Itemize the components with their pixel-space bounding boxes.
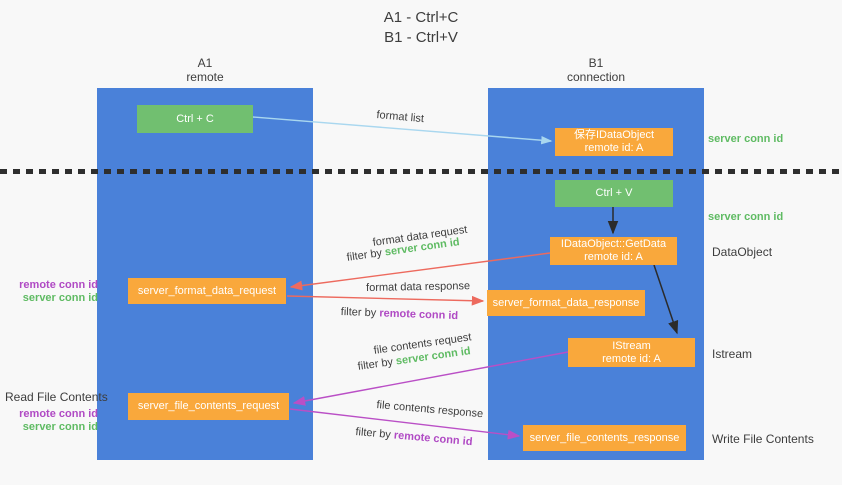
column-header-b1: B1 connection (488, 56, 704, 84)
getdata-line2: remote id: A (584, 251, 643, 263)
column-header-a1: A1 remote (97, 56, 313, 84)
format-server-conn-id-label: server conn id (22, 292, 98, 304)
node-ctrl-c: Ctrl + C (137, 105, 253, 133)
title-line-b1: B1 - Ctrl+V (384, 29, 458, 46)
ctrlv-server-conn-id-label: server conn id (708, 211, 784, 223)
format-remote-conn-id-label: remote conn id (19, 279, 98, 291)
format-list-arrow (252, 116, 553, 145)
istream-side-label: Istream (712, 347, 753, 361)
read-file-contents-label: Read File Contents (5, 390, 108, 404)
node-server-file-contents-response: server_file_contents_response (523, 425, 686, 451)
save-idataobject-line1: 保存IDataObject (573, 129, 655, 141)
diagram-title: A1 - Ctrl+C B1 - Ctrl+V (321, 8, 521, 48)
node-ctrl-v: Ctrl + V (555, 180, 673, 207)
clipboard-boundary-separator (0, 169, 842, 174)
server-file-contents-request-label: server_file_contents_request (137, 400, 280, 412)
file-request-conn-ids: remote conn id server conn id (0, 408, 98, 434)
save-idataobject-line2: remote id: A (584, 142, 644, 154)
node-idataobject-getdata: IDataObject::GetData remote id: A (550, 237, 677, 265)
column-b1-role: connection (566, 70, 626, 84)
node-server-format-data-request: server_format_data_request (128, 278, 286, 304)
server-file-contents-response-label: server_file_contents_response (529, 431, 680, 444)
file-server-conn-id-label: server conn id (22, 421, 98, 433)
title-line-a1: A1 - Ctrl+C (383, 9, 459, 26)
node-server-file-contents-request: server_file_contents_request (128, 393, 289, 420)
format-data-response-label: format data response (366, 280, 471, 294)
column-b1-name: B1 (588, 56, 604, 70)
format-request-conn-ids: remote conn id server conn id (0, 279, 98, 305)
server-format-data-response-label: server_format_data_response (492, 296, 640, 309)
node-save-idataobject: 保存IDataObject remote id: A (555, 128, 673, 156)
getdata-to-istream-arrow (653, 264, 679, 335)
istream-line2: remote id: A (602, 352, 661, 365)
ctrl-v-label: Ctrl + V (595, 187, 633, 199)
format-data-response-arrow (286, 295, 485, 306)
file-contents-response-arrow (289, 408, 521, 440)
format-data-request-arrow (289, 252, 551, 291)
getdata-line1: IDataObject::GetData (560, 238, 667, 250)
istream-line1: IStream (612, 339, 651, 352)
file-remote-conn-id-label: remote conn id (19, 408, 98, 420)
file-contents-request-arrow (292, 351, 569, 406)
ctrl-c-label: Ctrl + C (176, 112, 214, 125)
node-server-format-data-response: server_format_data_response (487, 290, 645, 316)
column-a1-role: remote (186, 70, 224, 84)
column-a1-name: A1 (197, 56, 213, 70)
server-format-data-request-label: server_format_data_request (137, 284, 277, 297)
save-server-conn-id-label: server conn id (708, 133, 784, 145)
dataobject-label: DataObject (712, 245, 773, 259)
node-istream: IStream remote id: A (568, 338, 695, 367)
write-file-contents-label: Write File Contents (712, 432, 814, 446)
filter-by-text: filter by (340, 306, 377, 320)
